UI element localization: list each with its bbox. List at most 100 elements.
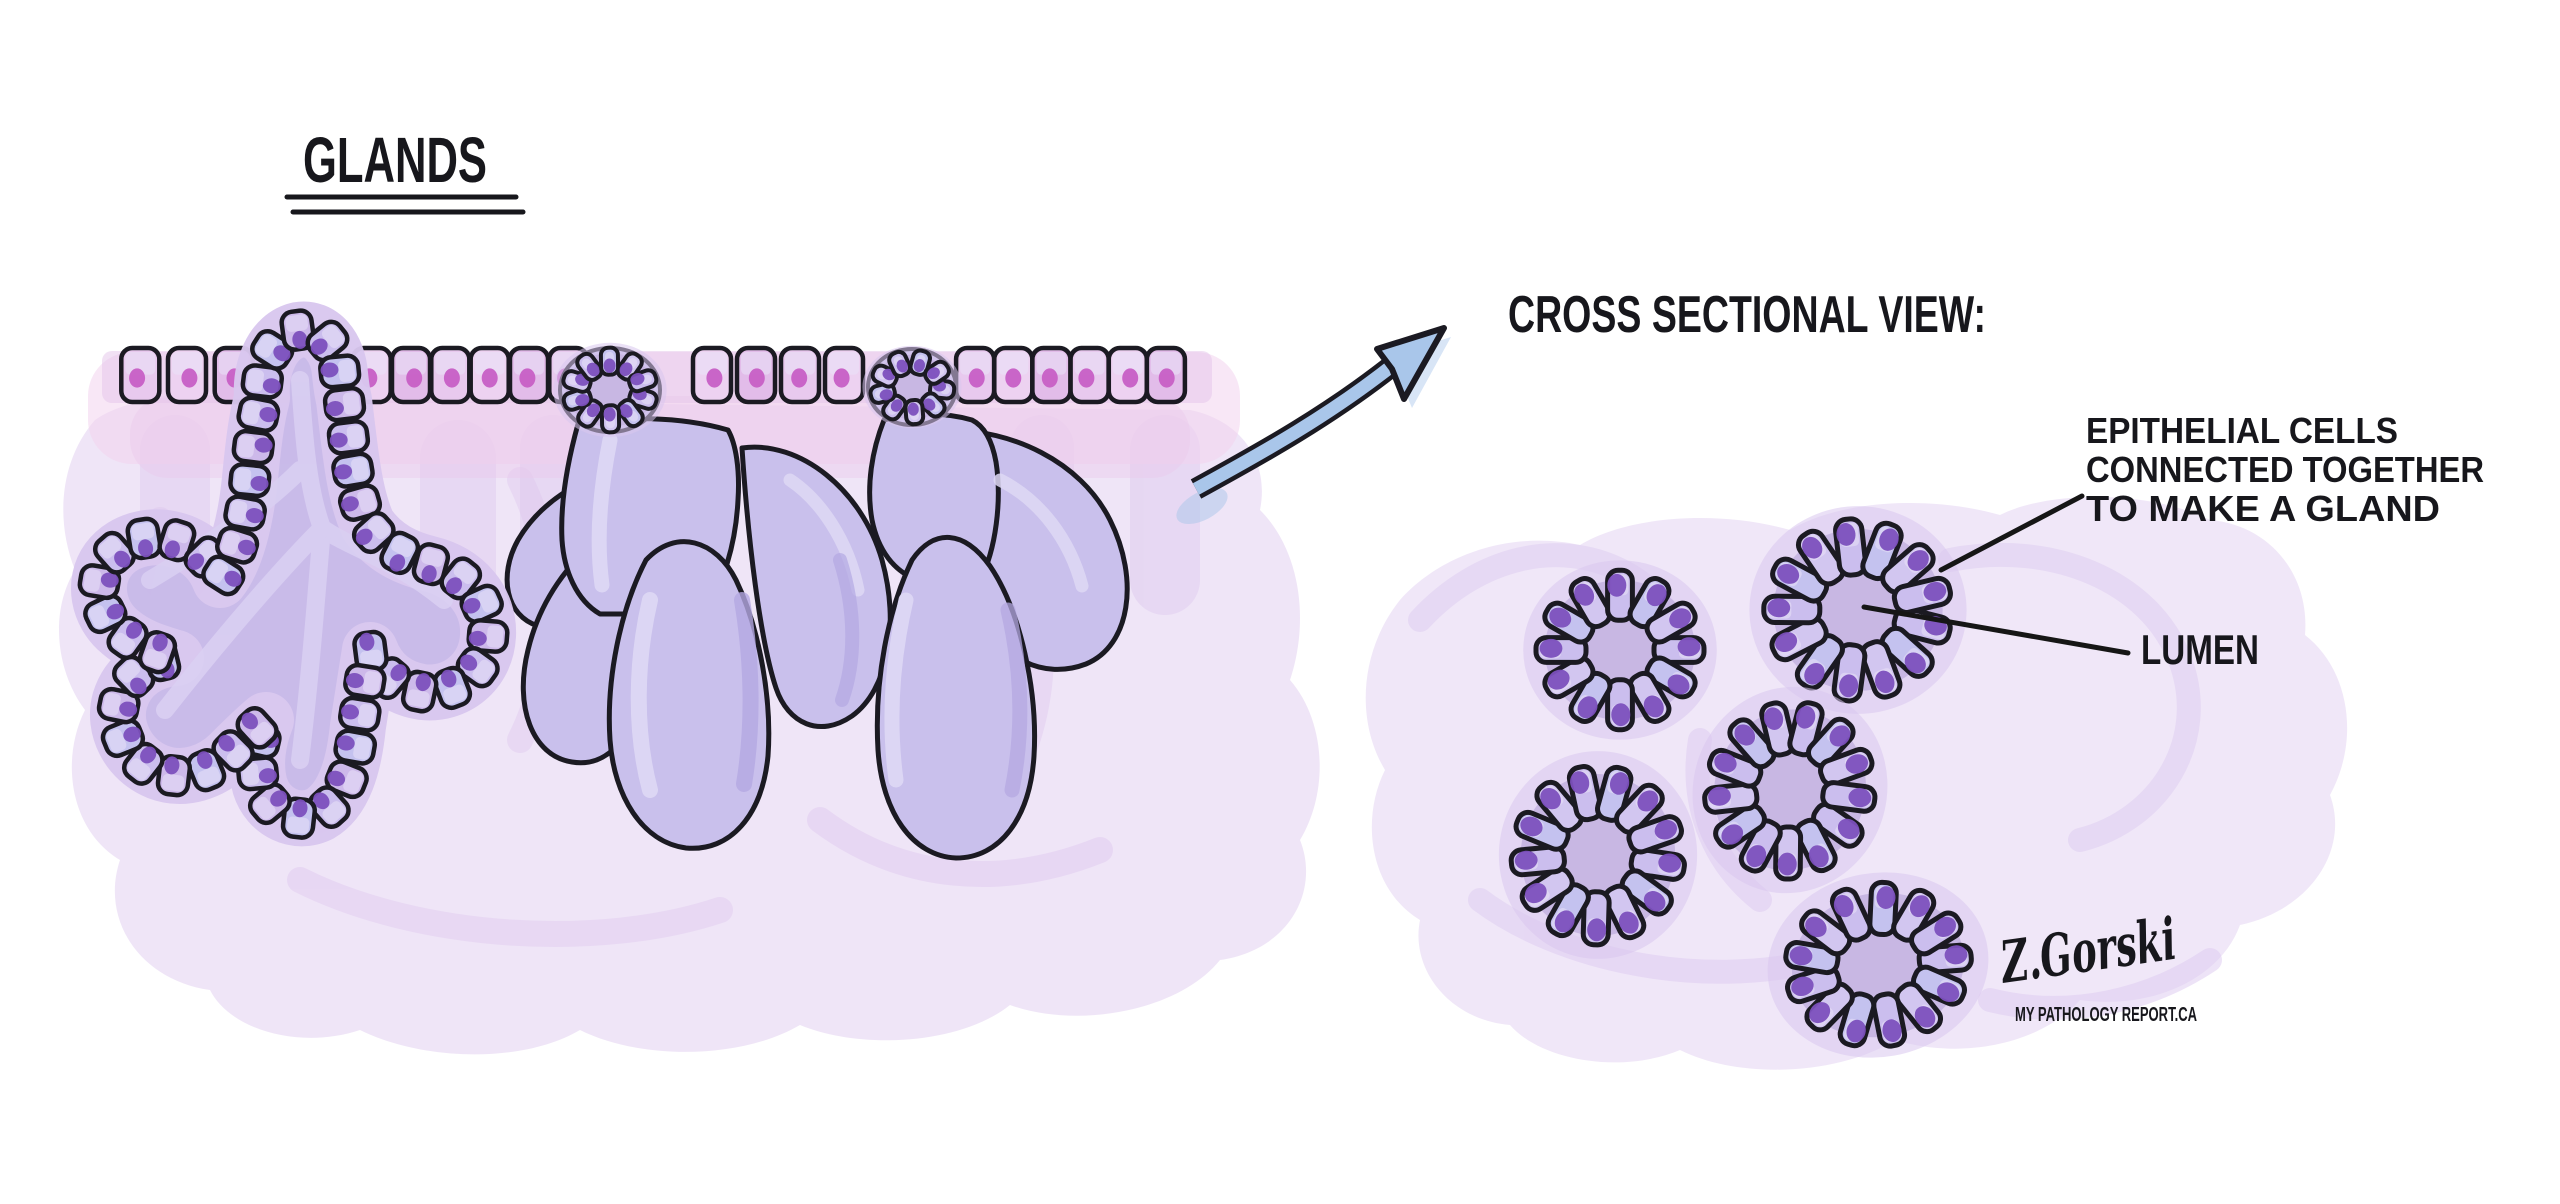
cell-nucleus bbox=[320, 362, 339, 378]
epithelial-ring-cell bbox=[1651, 635, 1707, 665]
gland-lining-cell bbox=[326, 419, 371, 456]
cell-nucleus bbox=[1804, 663, 1825, 685]
epithelial-ring-cell bbox=[1627, 670, 1672, 724]
cell-nucleus bbox=[334, 464, 353, 480]
gland-lining-cell bbox=[92, 530, 137, 575]
gland-lining-cell bbox=[466, 618, 510, 654]
cell-nucleus bbox=[519, 368, 536, 388]
epithelial-ring-cell bbox=[1833, 516, 1869, 578]
cell-nucleus bbox=[1934, 916, 1957, 937]
gland-lobed-neck-cells bbox=[553, 342, 667, 438]
gland-lining-cell bbox=[322, 386, 367, 423]
cell-nucleus bbox=[181, 368, 198, 388]
cell-nucleus bbox=[1923, 581, 1947, 602]
epithelial-ring-cell bbox=[1619, 868, 1674, 917]
gland-lining-cell bbox=[318, 353, 362, 390]
cell-nucleus bbox=[1846, 1019, 1866, 1043]
gland-lining-cell bbox=[121, 741, 165, 786]
epithelial-ring-cell bbox=[1644, 655, 1698, 700]
cell-highlight bbox=[237, 434, 256, 458]
cell-highlight bbox=[234, 468, 252, 491]
cell-nucleus bbox=[879, 389, 893, 401]
cell-nucleus bbox=[833, 368, 850, 388]
cell-nucleus bbox=[196, 751, 213, 769]
cell-highlight bbox=[226, 744, 250, 768]
cell-highlight bbox=[143, 649, 167, 669]
cell-highlight bbox=[253, 796, 276, 820]
cell-nucleus bbox=[1789, 946, 1813, 966]
cell-nucleus bbox=[415, 673, 431, 692]
epithelial-ring-cell bbox=[1602, 883, 1647, 941]
label-line-epithelial bbox=[1938, 493, 2085, 573]
cell-nucleus bbox=[1669, 608, 1692, 629]
gland-lining-cell bbox=[155, 754, 193, 798]
cell-nucleus bbox=[1839, 674, 1859, 698]
cell-nucleus bbox=[907, 402, 919, 416]
cell-highlight bbox=[322, 801, 346, 824]
cell-highlight bbox=[697, 352, 727, 375]
epithelial-ring-cell bbox=[870, 363, 899, 389]
gland-lining-cell bbox=[307, 785, 351, 829]
cell-nucleus bbox=[345, 672, 364, 689]
cell-nucleus bbox=[138, 539, 154, 558]
epithelial-ring-cell bbox=[1794, 817, 1838, 874]
cell-highlight bbox=[229, 500, 248, 524]
epithelial-ring-cell bbox=[1811, 801, 1865, 849]
cell-highlight bbox=[785, 352, 815, 375]
epithelial-ring-cell bbox=[1713, 803, 1767, 850]
cell-highlight bbox=[242, 762, 260, 786]
cell-nucleus bbox=[1904, 652, 1926, 674]
cell-nucleus bbox=[1677, 637, 1701, 657]
cell-nucleus bbox=[273, 345, 291, 362]
epithelial-cells-label-line-1: EPITHELIAL CELLS bbox=[2086, 410, 2398, 451]
epithelial-ring-cell bbox=[1804, 981, 1855, 1033]
cell-nucleus bbox=[1587, 918, 1607, 942]
cell-highlight bbox=[486, 625, 504, 648]
epithelial-ring-cell bbox=[1605, 567, 1635, 623]
cell-nucleus bbox=[336, 735, 355, 751]
cell-highlight bbox=[88, 605, 110, 629]
epithelial-cell bbox=[1068, 345, 1111, 405]
cell-nucleus bbox=[1524, 882, 1547, 904]
cell-nucleus bbox=[890, 399, 903, 412]
gland-lining-cell bbox=[324, 759, 369, 800]
cell-highlight bbox=[960, 352, 991, 375]
epithelial-ring-cell bbox=[1542, 600, 1596, 645]
epithelial-cell bbox=[389, 345, 433, 405]
cell-nucleus bbox=[262, 378, 281, 394]
cell-nucleus bbox=[791, 368, 808, 388]
cell-nucleus bbox=[1643, 891, 1666, 912]
gland-lining-cell bbox=[231, 428, 275, 466]
cell-nucleus bbox=[1914, 1006, 1936, 1028]
cell-nucleus bbox=[258, 768, 277, 784]
epithelial-cell bbox=[953, 345, 997, 405]
epithelial-cell bbox=[165, 345, 209, 405]
cell-nucleus bbox=[1775, 632, 1798, 653]
epithelial-ring-cell bbox=[1880, 542, 1936, 595]
epithelial-ring-cell bbox=[1879, 625, 1935, 679]
epithelial-cells-label-line-3: TO MAKE A GLAND bbox=[2086, 488, 2440, 529]
epithelial-ring-cell bbox=[1799, 908, 1853, 957]
cell-nucleus bbox=[1570, 771, 1590, 794]
epithelial-ring-cell bbox=[1829, 886, 1873, 943]
cell-nucleus bbox=[241, 712, 258, 730]
epithelial-ring-cell bbox=[1769, 615, 1829, 663]
cell-highlight bbox=[391, 536, 415, 558]
cell-highlight bbox=[220, 531, 241, 555]
label-line-lumen bbox=[1861, 604, 2131, 656]
epithelial-ring-cell bbox=[616, 398, 645, 429]
cell-nucleus bbox=[114, 550, 131, 568]
cell-highlight bbox=[102, 692, 121, 716]
gland-cross-section-3 bbox=[1692, 686, 1888, 894]
cell-nucleus bbox=[1005, 368, 1022, 388]
cell-nucleus bbox=[1796, 706, 1816, 729]
cell-highlight bbox=[161, 774, 185, 792]
cell-highlight bbox=[343, 770, 364, 794]
cell-highlight bbox=[421, 547, 445, 567]
cell-highlight bbox=[443, 684, 467, 705]
epithelial-ring-cell bbox=[923, 359, 951, 386]
cell-highlight bbox=[472, 659, 495, 683]
epithelial-ring-cell bbox=[1706, 747, 1764, 789]
cell-nucleus bbox=[245, 508, 264, 524]
cell-nucleus bbox=[1876, 886, 1896, 909]
